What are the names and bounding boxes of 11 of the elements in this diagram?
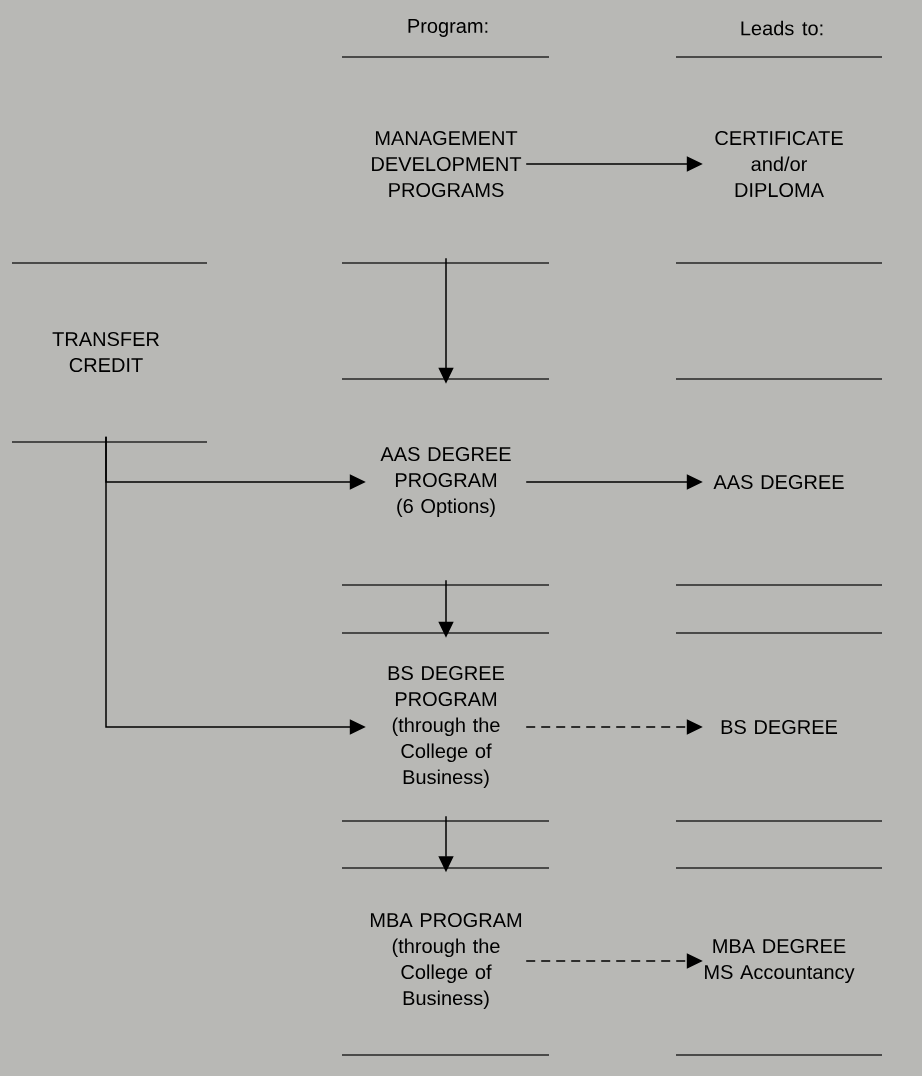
column-heading: Leads to: xyxy=(741,20,823,36)
program-label: TRANSFER CREDIT xyxy=(52,331,159,373)
program-label: CERTIFICATE and/or DIPLOMA xyxy=(715,130,843,198)
column-heading: Program: xyxy=(408,19,488,37)
program-label: AAS DEGREE PROGRAM (6 Options) xyxy=(380,446,511,518)
program-label: MBA PROGRAM (through the College of Business) xyxy=(371,912,521,1010)
program-label: AAS DEGREE xyxy=(713,474,844,490)
program-label: BS DEGREE PROGRAM (through the College of Business) xyxy=(388,665,505,789)
program-label: MBA DEGREE MS Accountancy xyxy=(705,938,855,984)
program-label: BS DEGREE xyxy=(721,719,838,735)
program-label: MANAGEMENT DEVELOPMENT PROGRAMS xyxy=(372,130,522,198)
